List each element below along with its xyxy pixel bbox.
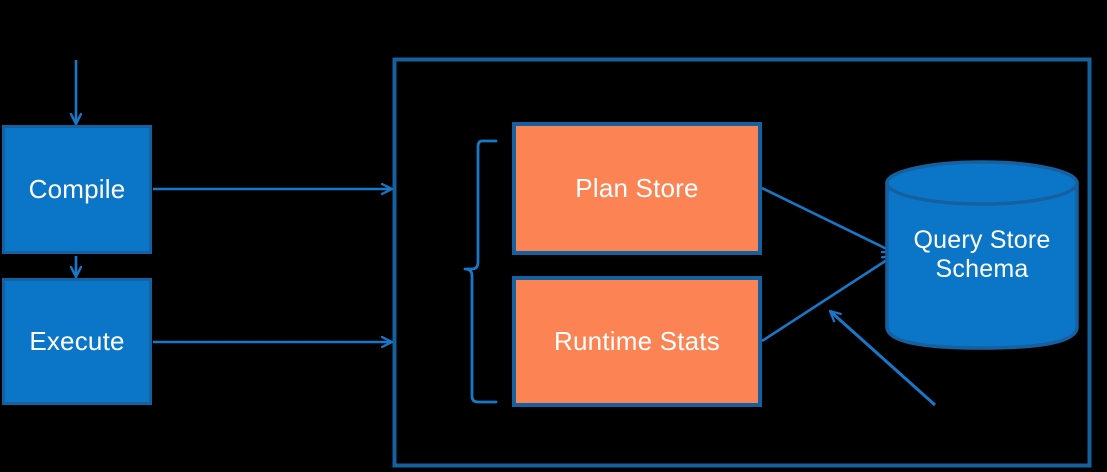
node-query-store-schema <box>885 160 1079 350</box>
connector-runtime-stats-to-schema <box>761 256 893 343</box>
connector-external-to-schema <box>830 309 937 407</box>
group-brace <box>463 139 498 404</box>
node-execute <box>2 278 152 405</box>
node-runtime-stats <box>512 276 762 407</box>
container-outline <box>392 57 1092 468</box>
connector-plan-store-to-schema <box>761 186 893 252</box>
node-plan-store <box>512 122 762 255</box>
node-compile <box>2 125 152 254</box>
